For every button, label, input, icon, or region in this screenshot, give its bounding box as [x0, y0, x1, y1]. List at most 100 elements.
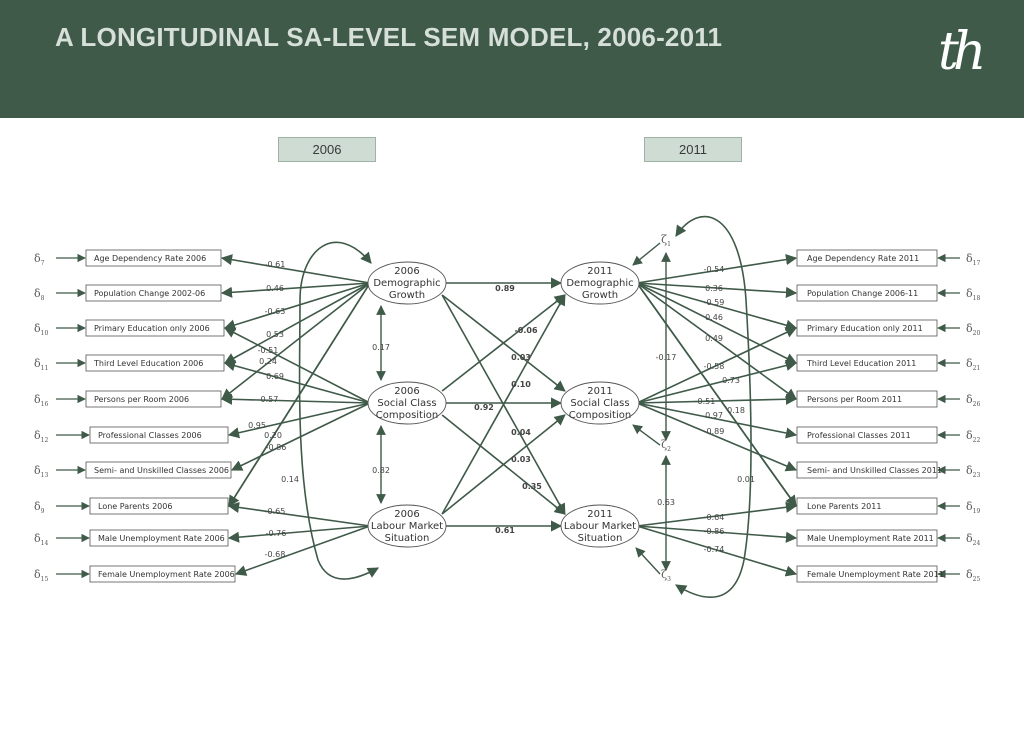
- loading-coef-2011: -0.54: [704, 265, 725, 274]
- latent-2011: [560, 261, 640, 305]
- latent-2006-label: Composition: [376, 410, 438, 421]
- loading-coef-2011: -0.74: [704, 545, 725, 554]
- loading-coef-2006: 0.14: [281, 475, 299, 484]
- error-term-2011: δ18: [966, 287, 980, 302]
- loading-path-2006: [220, 254, 371, 284]
- loading-coef-2006: -0.68: [265, 550, 286, 559]
- latent-2011-label: Growth: [582, 290, 618, 301]
- correlation-coef-2006: 0.82: [372, 466, 390, 475]
- structural-coef: 0.03: [511, 353, 531, 362]
- latent-2011: [560, 504, 640, 548]
- year-label-2011: 2011: [644, 137, 742, 162]
- latent-2011-label: Demographic: [566, 278, 633, 289]
- structural-coef: 0.10: [511, 380, 531, 389]
- indicator-box-2011: [796, 565, 938, 583]
- error-term-2011: δ20: [966, 322, 980, 337]
- latent-2011-label: Social Class: [570, 398, 629, 409]
- structural-path: [441, 414, 566, 515]
- latent-2011: [560, 381, 640, 425]
- latent-2006-label: 2006: [394, 509, 419, 520]
- indicator-label-2006: Third Level Education 2006: [93, 359, 203, 368]
- structural-coef: 0.35: [522, 482, 542, 491]
- indicator-box-2011: [796, 284, 938, 302]
- disturbance-term: ζ1: [661, 233, 671, 248]
- loading-coef-2006: 0.20: [264, 431, 282, 440]
- indicator-label-2011: Population Change 2006-11: [807, 289, 918, 298]
- latent-2006-label: Growth: [389, 290, 425, 301]
- indicator-label-2006: Lone Parents 2006: [98, 502, 172, 511]
- latent-2011-label: Situation: [578, 533, 623, 544]
- logo: th: [938, 22, 986, 82]
- loading-path-2006: [227, 501, 371, 527]
- error-term-2006: δ14: [34, 532, 48, 547]
- indicator-box-2011: [796, 497, 938, 515]
- indicator-box-2006: [85, 249, 222, 267]
- loading-coef-2011: 0.49: [705, 334, 723, 343]
- latent-2006-label: Labour Market: [371, 521, 443, 532]
- latent-2006: [367, 381, 447, 425]
- error-term-2011: δ21: [966, 357, 980, 372]
- loading-coef-2006: 0.53: [266, 330, 284, 339]
- loading-coef-2006: -0.61: [265, 260, 286, 269]
- correlation-2006-dg-lm: [298, 241, 379, 580]
- loading-coef-2011: 0.97: [705, 411, 723, 420]
- indicator-box-2011: [796, 529, 938, 547]
- latent-2011-label: 2011: [587, 266, 612, 277]
- loading-path-2006: [223, 360, 371, 404]
- loading-coef-2006: 0.46: [266, 284, 284, 293]
- loading-path-2006: [234, 525, 371, 576]
- structural-coef: -0.06: [514, 326, 537, 335]
- disturbance-arrow: [632, 242, 661, 266]
- structural-coef: 0.03: [511, 455, 531, 464]
- indicator-label-2006: Persons per Room 2006: [94, 395, 189, 404]
- indicator-label-2011: Professional Classes 2011: [807, 431, 911, 440]
- latent-2006-label: 2006: [394, 386, 419, 397]
- indicator-box-2006: [89, 529, 229, 547]
- loading-coef-2006: -0.51: [258, 346, 279, 355]
- indicator-box-2011: [796, 426, 938, 444]
- year-label-2006: 2006: [278, 137, 376, 162]
- error-term-2011: δ17: [966, 252, 980, 267]
- loading-coef-2011: 0.73: [722, 376, 740, 385]
- indicator-box-2006: [89, 426, 229, 444]
- indicator-box-2006: [89, 497, 229, 515]
- latent-2006-label: Situation: [385, 533, 430, 544]
- structural-path: [441, 294, 566, 515]
- error-term-2006: δ10: [34, 322, 48, 337]
- indicator-label-2011: Semi- and Unskilled Classes 2011: [807, 466, 942, 475]
- structural-coef: 0.04: [511, 428, 531, 437]
- loading-path-2011: [636, 393, 798, 405]
- error-term-2011: δ23: [966, 464, 980, 479]
- indicator-label-2011: Third Level Education 2011: [806, 359, 916, 368]
- disturbance-arrow: [632, 424, 661, 446]
- latent-2006-label: 2006: [394, 266, 419, 277]
- loading-path-2006: [224, 282, 371, 364]
- loading-path-2006: [221, 282, 371, 400]
- correlation-coef-2011: -0.17: [656, 353, 677, 362]
- error-term-2006: δ7: [34, 252, 45, 267]
- indicator-label-2011: Female Unemployment Rate 2011: [807, 570, 944, 579]
- error-term-2006: δ12: [34, 429, 48, 444]
- error-term-2011: δ22: [966, 429, 980, 444]
- error-term-2011: δ19: [966, 500, 980, 515]
- indicator-label-2011: Persons per Room 2011: [807, 395, 902, 404]
- indicator-label-2006: Semi- and Unskilled Classes 2006: [94, 466, 229, 475]
- latent-2006-label: Social Class: [377, 398, 436, 409]
- structural-coef: 0.61: [495, 526, 515, 535]
- indicator-label-2006: Population Change 2002-06: [94, 289, 205, 298]
- indicator-box-2006: [89, 565, 236, 583]
- loading-path-2006: [220, 282, 371, 298]
- error-term-2006: δ9: [34, 500, 45, 515]
- loading-coef-2006: 0.24: [259, 357, 277, 366]
- loading-path-2006: [224, 327, 371, 404]
- loading-path-2006: [227, 525, 371, 543]
- loading-coef-2011: -0.64: [704, 513, 725, 522]
- header-banner: A LONGITUDINAL SA-LEVEL SEM MODEL, 2006-…: [0, 0, 1024, 118]
- indicator-box-2011: [796, 461, 938, 479]
- latent-2011-label: 2011: [587, 509, 612, 520]
- indicator-label-2006: Female Unemployment Rate 2006: [98, 570, 235, 579]
- indicator-box-2006: [85, 390, 222, 408]
- correlation-2011-d1-d3: [675, 215, 752, 598]
- page-title: A LONGITUDINAL SA-LEVEL SEM MODEL, 2006-…: [55, 22, 723, 52]
- loading-coef-2006: -0.76: [266, 529, 287, 538]
